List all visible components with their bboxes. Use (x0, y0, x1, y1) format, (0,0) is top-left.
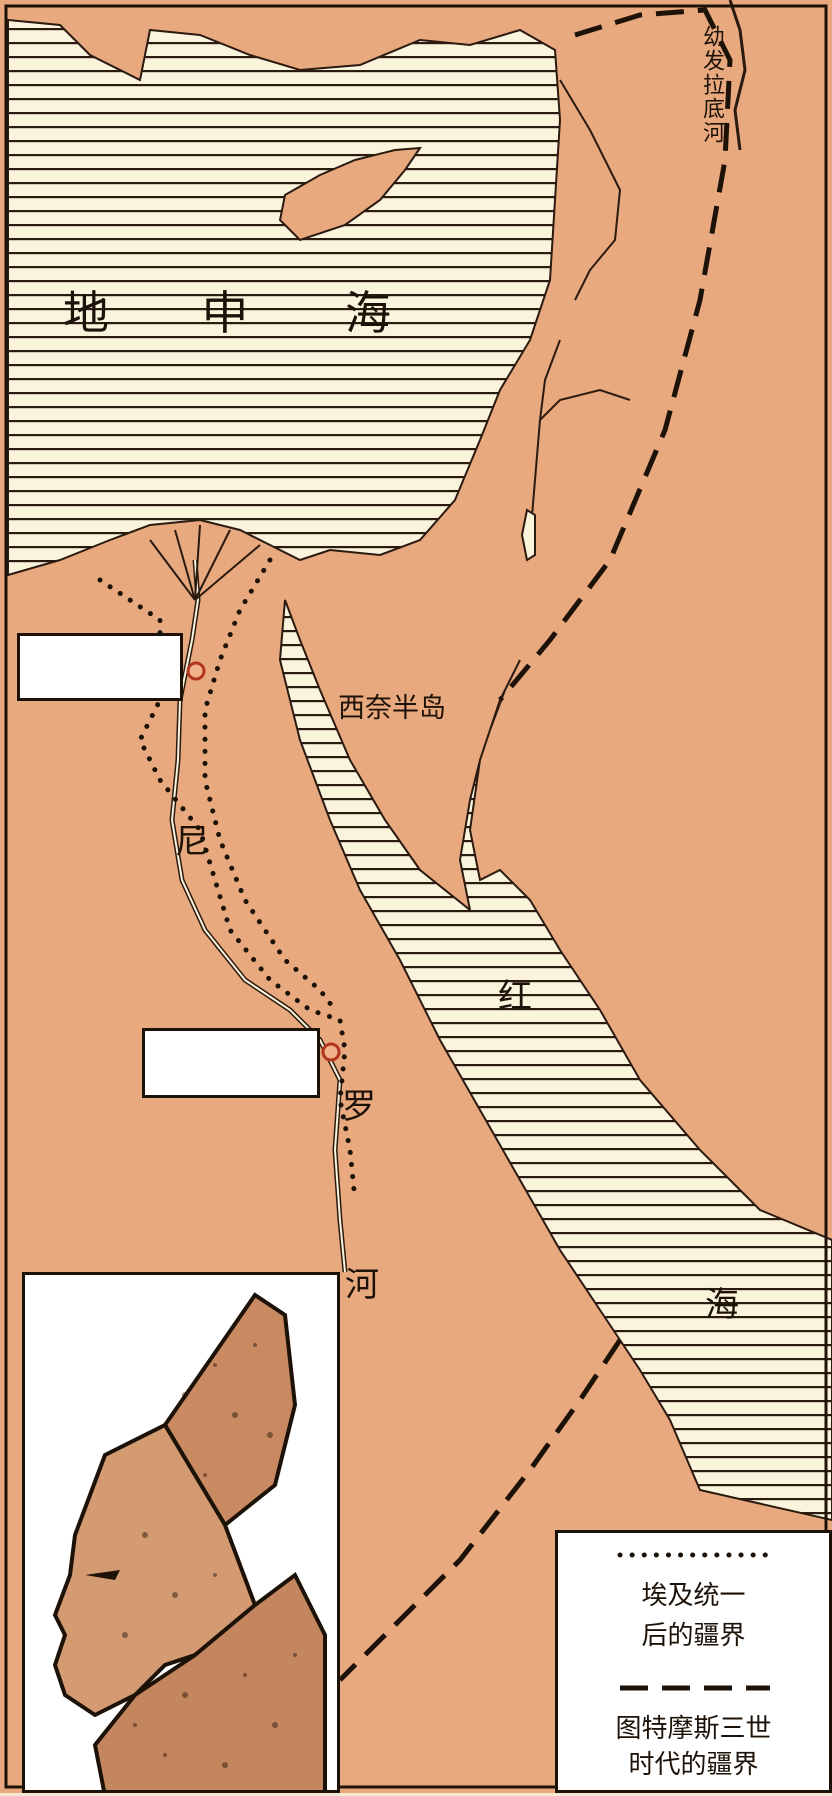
label-red-sea-2: 海 (705, 1285, 739, 1325)
blank-label-box-memphis[interactable] (17, 633, 183, 701)
dotted-border-unified-egypt (97, 577, 358, 1203)
label-euphrates: 幼发拉底河 (699, 25, 724, 145)
label-nile-1: 尼 (175, 822, 209, 862)
pharaoh-portrait-inset (22, 1272, 340, 1793)
legend-dashed-text-line-2: 时代的疆界 (628, 1750, 759, 1780)
legend-dashed-text-line-1: 图特摩斯三世 (615, 1714, 772, 1744)
dead-sea (520, 508, 536, 562)
label-mediterranean-1: 地 (63, 286, 109, 340)
dotted-border-east (202, 557, 338, 1013)
red-sea (278, 599, 832, 1522)
euphrates-river (728, 0, 747, 151)
pharaoh-portrait-image (25, 1275, 337, 1790)
dashed-border-thutmose (338, 7, 733, 1682)
city-marker-thebes (321, 1042, 341, 1062)
legend-dotted-text-line-1: 埃及统一 (641, 1581, 746, 1611)
city-marker-memphis (186, 661, 206, 681)
map-legend: 埃及统一 后的疆界 图特摩斯三世 时代的疆界 (555, 1530, 832, 1793)
label-nile-3: 河 (345, 1265, 379, 1305)
label-mediterranean-2: 中 (202, 286, 248, 340)
label-sinai-peninsula: 西奈半岛 (338, 693, 446, 724)
label-red-sea-1: 红 (498, 977, 532, 1017)
legend-dotted-text-line-2: 后的疆界 (641, 1621, 746, 1651)
nile-delta (149, 524, 261, 601)
map-frame (4, 4, 828, 1789)
label-mediterranean-3: 海 (345, 286, 391, 340)
legend-symbols (617, 1552, 773, 1691)
cyprus-island (278, 146, 423, 242)
blank-label-box-thebes[interactable] (142, 1028, 320, 1098)
mediterranean-sea (7, 18, 562, 577)
nile-river-inner (170, 559, 346, 1273)
label-nile-2: 罗 (342, 1087, 376, 1127)
